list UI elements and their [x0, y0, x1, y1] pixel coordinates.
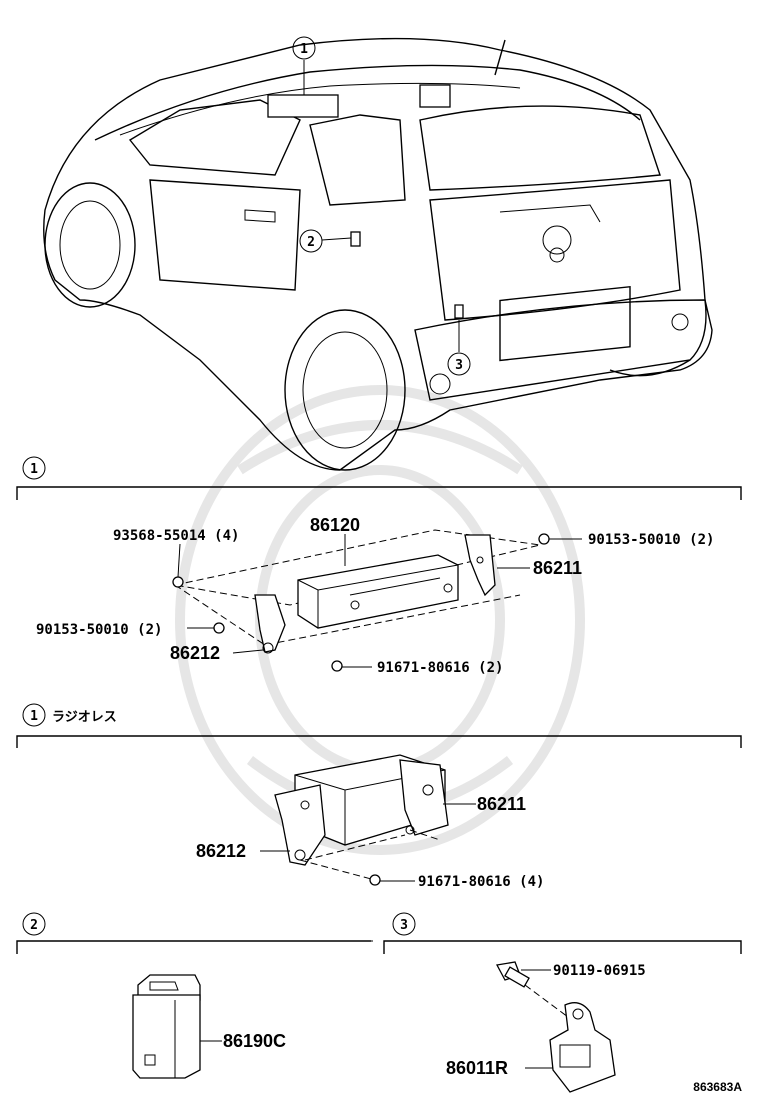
- section-3-sensor: [496, 961, 616, 1093]
- part-label-86011R: 86011R: [446, 1058, 508, 1078]
- section-1-header: 1: [16, 456, 742, 500]
- svg-text:2: 2: [307, 235, 315, 250]
- section-1b-header: 1 ラジオレス: [16, 703, 742, 748]
- svg-text:3: 3: [455, 358, 463, 373]
- svg-text:1: 1: [300, 42, 308, 57]
- section-2-header: 2: [16, 912, 375, 954]
- part-label-86190C: 86190C: [223, 1031, 286, 1051]
- part-label-91671-80616: 91671-80616 (2): [377, 660, 503, 676]
- part-label-86212: 86212: [170, 643, 220, 663]
- callout-3-car: 3: [447, 352, 471, 376]
- svg-text:1: 1: [30, 462, 38, 477]
- vehicle-illustration: [43, 37, 713, 471]
- part-label-90153-50010-left: 90153-50010 (2): [36, 622, 162, 638]
- callout-1-car: 1: [292, 36, 316, 60]
- part-label-86212-radioless: 86212: [196, 841, 246, 861]
- part-label-90153-50010-right: 90153-50010 (2): [588, 532, 714, 548]
- section-1b-assembly: [260, 754, 476, 886]
- section-1-assembly: [172, 529, 582, 672]
- part-label-86211-radioless: 86211: [477, 794, 526, 814]
- part-label-90119-06915: 90119-06915: [553, 963, 646, 979]
- svg-text:2: 2: [30, 918, 38, 933]
- section-2-switch: [132, 974, 222, 1079]
- part-label-91671-80616-radioless: 91671-80616 (4): [418, 874, 544, 890]
- callout-2-car: 2: [299, 229, 323, 253]
- part-label-86120: 86120: [310, 515, 360, 535]
- part-label-86211: 86211: [533, 558, 582, 578]
- svg-text:3: 3: [400, 918, 408, 933]
- section-3-header: 3: [383, 912, 742, 954]
- part-label-93568-55014: 93568-55014 (4): [113, 528, 239, 544]
- svg-text:1: 1: [30, 709, 38, 724]
- diagram-code: 863683A: [693, 1080, 742, 1094]
- svg-text:ラジオレス: ラジオレス: [52, 709, 117, 724]
